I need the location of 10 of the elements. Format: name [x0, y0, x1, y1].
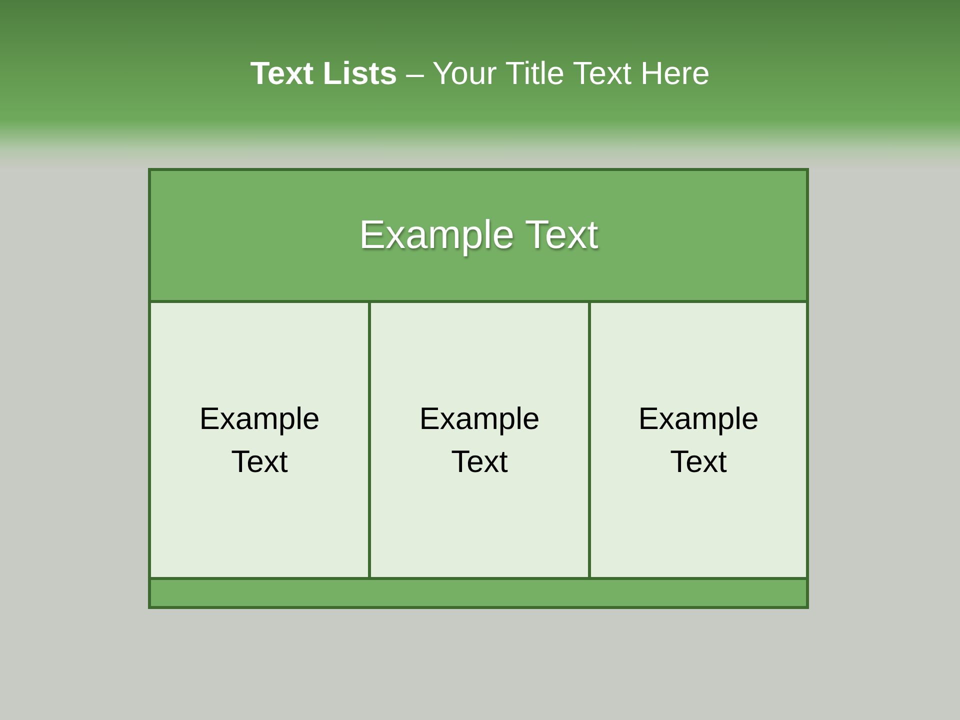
header-text: Example Text	[358, 213, 598, 258]
header-band	[148, 168, 809, 303]
text-column	[148, 300, 371, 580]
column-text: Example Text	[198, 400, 321, 481]
text-column	[588, 300, 809, 580]
slide-title: Text Lists – Your Title Text Here	[250, 55, 710, 91]
text-column	[368, 300, 591, 580]
column-text: Example Text	[418, 400, 541, 481]
footer-bar	[148, 577, 809, 609]
column-text: Example Text	[637, 400, 760, 481]
